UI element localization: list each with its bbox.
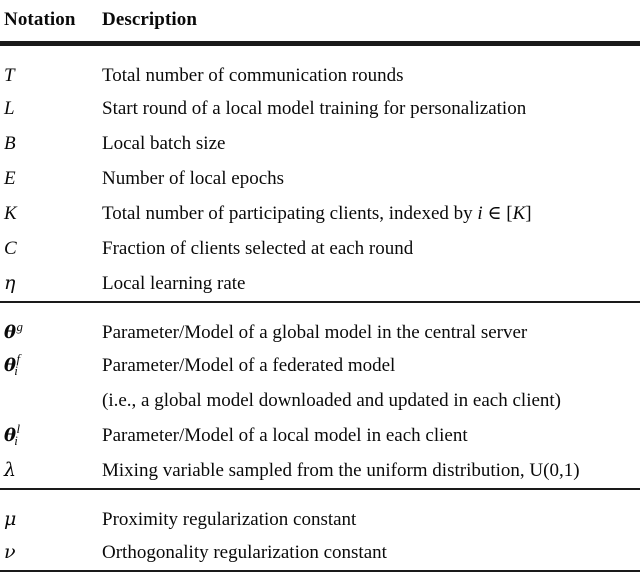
table-row: η Local learning rate (0, 266, 640, 302)
notation-superscript: f (16, 351, 21, 367)
table-row: B Local batch size (0, 126, 640, 161)
column-header-description: Description (102, 9, 198, 30)
notation-symbol: θg (4, 318, 23, 343)
notation-base-symbol: B (4, 132, 16, 154)
notation-superscript: g (16, 318, 23, 334)
table-row: θli Parameter/Model of a local model in e… (0, 418, 640, 453)
notation-symbol: L (4, 98, 15, 119)
notation-cell: E (0, 161, 100, 196)
notation-cell: θli (0, 418, 100, 453)
notation-cell: η (0, 266, 100, 302)
notation-cell: T (0, 46, 100, 91)
notation-base-symbol: L (4, 97, 15, 119)
notation-base-symbol: θ (4, 322, 17, 343)
inline-math-symbol: i (477, 203, 483, 224)
table-row: L Start round of a local model training f… (0, 91, 640, 126)
inline-math-symbol: K (512, 203, 526, 224)
notation-symbol: μ (4, 508, 17, 530)
table-row: λ Mixing variable sampled from the unifor… (0, 453, 640, 489)
notation-cell: K (0, 196, 100, 231)
table-row: T Total number of communication rounds (0, 46, 640, 91)
notation-base-symbol: ν (4, 541, 16, 563)
notation-subscript: i (14, 433, 18, 449)
notation-base-symbol: λ (4, 459, 17, 481)
notation-base-symbol: K (4, 202, 17, 224)
table-row: E Number of local epochs (0, 161, 640, 196)
notation-cell: L (0, 91, 100, 126)
notation-cell: ν (0, 535, 100, 571)
description-cell: Parameter/Model of a federated model (102, 354, 396, 376)
table-rule-top (0, 41, 640, 45)
table-header: Notation Description (0, 0, 640, 43)
table-row: (i.e., a global model downloaded and upd… (0, 383, 640, 418)
notation-base-symbol: E (4, 167, 16, 189)
notation-base-symbol: μ (4, 508, 17, 530)
description-cell: Start round of a local model training fo… (102, 97, 527, 119)
description-cell: Total number of communication rounds (102, 65, 404, 86)
description-cell: Local learning rate (102, 272, 246, 294)
notation-cell: θg (0, 303, 100, 348)
table-row: ν Orthogonality regularization constant (0, 535, 640, 571)
notation-symbol: E (4, 168, 16, 189)
description-cell: Parameter/Model of a global model in the… (102, 322, 528, 343)
description-cell: Parameter/Model of a local model in each… (102, 424, 468, 446)
notation-base-symbol: T (4, 65, 15, 86)
notation-base-symbol: η (4, 272, 16, 294)
notation-symbol: T (4, 65, 15, 86)
notation-superscript: l (16, 421, 21, 437)
notation-cell: μ (0, 490, 100, 535)
notation-symbol: η (4, 272, 16, 294)
column-header-notation: Notation (4, 9, 76, 30)
notation-cell: B (0, 126, 100, 161)
notation-symbol: B (4, 133, 16, 154)
table-row: θfi Parameter/Model of a federated model (0, 348, 640, 383)
description-continuation-cell: (i.e., a global model downloaded and upd… (102, 389, 562, 411)
description-cell: Total number of participating clients, i… (102, 203, 532, 224)
notation-base-symbol: θ (4, 354, 17, 376)
description-cell: Fraction of clients selected at each rou… (102, 237, 414, 259)
notation-cell: θfi (0, 348, 100, 383)
notation-base-symbol: θ (4, 424, 17, 446)
notation-symbol: C (4, 238, 17, 259)
notation-subscript: i (14, 363, 18, 379)
description-cell: Local batch size (102, 132, 226, 154)
notation-symbol: θfi (4, 352, 20, 379)
notation-symbol: ν (4, 541, 16, 563)
notation-cell: C (0, 231, 100, 266)
table-row: C Fraction of clients selected at each ro… (0, 231, 640, 266)
notation-symbol: K (4, 203, 17, 224)
description-cell: Orthogonality regularization constant (102, 541, 387, 563)
table-row: μ Proximity regularization constant (0, 490, 640, 535)
table-group-constants: μ Proximity regularization constant ν Ortho… (0, 490, 640, 571)
description-cell: Proximity regularization constant (102, 509, 357, 530)
notation-symbol: θli (4, 422, 20, 449)
description-cell: Mixing variable sampled from the uniform… (102, 459, 580, 481)
notation-cell (0, 383, 100, 418)
notation-cell: λ (0, 453, 100, 489)
description-cell: Number of local epochs (102, 167, 285, 189)
notation-base-symbol: C (4, 237, 17, 259)
table-header-row: Notation Description (0, 0, 640, 43)
notation-symbol: λ (4, 459, 17, 481)
table-row: θg Parameter/Model of a global model in t… (0, 303, 640, 348)
